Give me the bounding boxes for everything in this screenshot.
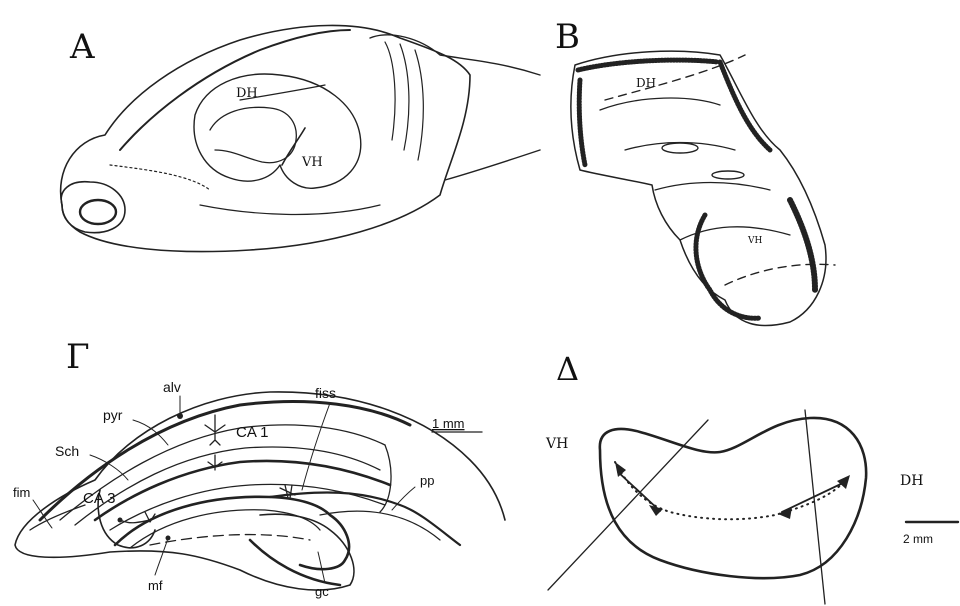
panel-b: B DH VH <box>555 17 835 326</box>
label-scale-1mm: 1 mm <box>432 416 465 431</box>
panel-delta-letter: Δ <box>556 350 579 388</box>
label-ca3: CA 3 <box>83 490 116 507</box>
panel-gamma: Γ <box>13 337 505 599</box>
panel-a-vh-label: VH <box>301 155 323 170</box>
panel-delta-scale-label: 2 mm <box>903 532 933 546</box>
panel-gamma-letter: Γ <box>66 337 90 377</box>
hippocampus-slices: DH VH <box>571 51 835 325</box>
panel-delta-dh-label: DH <box>900 473 923 489</box>
panel-a-letter: A <box>69 27 95 67</box>
panel-b-vh-label: VH <box>747 236 762 246</box>
dentate-gyrus <box>115 497 349 569</box>
label-sch: Sch <box>55 443 79 459</box>
panel-delta: Δ VH DH 2 mm <box>545 350 958 604</box>
cut-line-ventral <box>548 420 708 590</box>
cut-line-dorsal <box>805 410 825 604</box>
axis-schematic: VH DH 2 mm <box>545 410 958 604</box>
panel-b-letter: B <box>555 17 580 57</box>
brain-outline <box>61 25 470 251</box>
label-fiss: fiss <box>315 385 336 401</box>
label-pp: pp <box>420 473 434 488</box>
label-alv: alv <box>163 379 181 395</box>
brain-drawing: DH VH <box>61 25 540 251</box>
label-ca1: CA 1 <box>236 424 269 441</box>
label-pyr: pyr <box>103 407 123 423</box>
label-fim: fim <box>13 485 30 500</box>
panel-a-dh-label: DH <box>236 86 258 101</box>
panel-a: A DH VH <box>61 25 540 251</box>
panel-b-dh-label: DH <box>636 76 656 90</box>
hippocampus-outline-b <box>571 51 826 325</box>
label-gc: gc <box>315 584 329 599</box>
hippocampus-outline-a <box>194 74 361 188</box>
panel-delta-vh-label: VH <box>545 436 568 452</box>
alv-marker-dot <box>177 413 183 419</box>
hippocampal-section: alv pyr Sch CA 1 CA 3 fiss 1 mm fim pp m… <box>13 379 505 599</box>
hippocampus-outline-d <box>600 418 866 578</box>
label-mf: mf <box>148 578 163 593</box>
